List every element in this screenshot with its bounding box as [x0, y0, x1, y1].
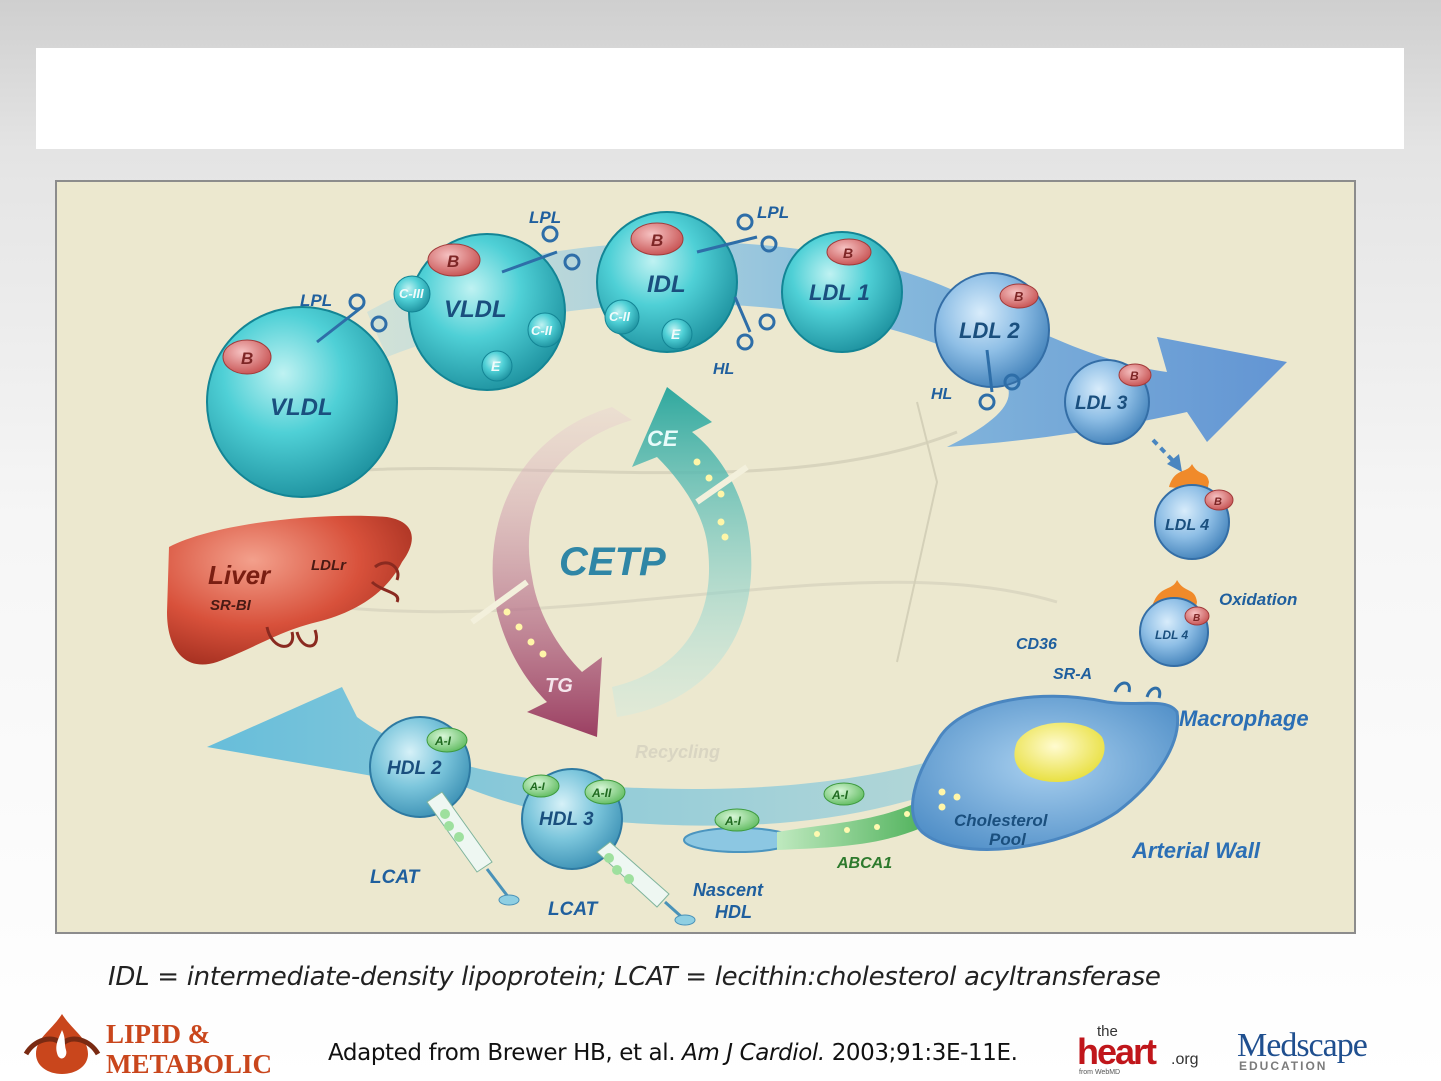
lpl-label-3: LPL [757, 203, 789, 222]
oxidation-label: Oxidation [1219, 590, 1297, 609]
lcat-label-1: LCAT [370, 867, 421, 888]
hl-label-1: HL [713, 361, 734, 378]
apoa1-label-hdl3: A-I [529, 781, 546, 793]
vldl-large-label: VLDL [270, 394, 333, 421]
hdl3-label: HDL 3 [539, 809, 594, 830]
ldl1-particle [781, 231, 903, 353]
apoc3-label: C-III [399, 286, 424, 301]
hl-label-2: HL [931, 386, 952, 403]
apoa1-label-hdl2: A-I [434, 734, 452, 748]
srbi-label: SR-BI [210, 597, 252, 614]
apob-label-ldl2: B [1014, 289, 1023, 304]
hl-scissors-2 [978, 349, 1021, 411]
ldl1-label: LDL 1 [809, 280, 870, 305]
sra-label: SR-A [1053, 666, 1092, 683]
lcat-syringe-2 [596, 841, 696, 926]
apob-label-vldl-small: B [447, 252, 459, 271]
free-apoa1 [823, 782, 865, 806]
ldl2-label: LDL 2 [959, 318, 1020, 343]
liver-label: Liver [208, 560, 272, 590]
citation: Adapted from Brewer HB, et al. Am J Card… [328, 1040, 1018, 1066]
apoa2-label-hdl3: A-II [591, 786, 612, 800]
theheart-org-logo: the heart .org from WebMD [1075, 1018, 1215, 1076]
apob-label-ldl4-oxidized: B [1193, 613, 1200, 624]
ldl4-particle [1154, 464, 1234, 560]
macrophage-label: Macrophage [1179, 706, 1309, 731]
apob-label-idl: B [651, 231, 663, 250]
lcat-label-2: LCAT [548, 899, 599, 920]
ldlr-label: LDLr [311, 557, 347, 574]
svg-text:the: the [1097, 1023, 1118, 1040]
svg-text:.org: .org [1171, 1051, 1199, 1068]
hl-scissors-1 [733, 296, 776, 351]
idl-label: IDL [647, 271, 686, 298]
apob-label-ldl4: B [1214, 496, 1222, 508]
arterial-wall-label: Arterial Wall [1131, 838, 1261, 863]
vldl-small-particle [393, 233, 566, 391]
lipoprotein-metabolism-diagram: VLDL VLDL IDL LDL 1 LDL 2 LDL 3 LDL 4 LD… [55, 180, 1356, 934]
lpl-scissors-3 [696, 213, 778, 254]
citation-journal: Am J Cardiol. [682, 1040, 825, 1066]
lpl-label-1: LPL [529, 208, 561, 227]
vldl-small-label: VLDL [444, 296, 507, 323]
apoe-label-idl: E [671, 326, 681, 342]
cetp-label: CETP [559, 540, 666, 584]
nascent-hdl-label-line1: Nascent [693, 880, 764, 900]
medscape-education-logo: Medscape EDUCATION [1235, 1022, 1395, 1074]
lpl-scissors-2 [501, 225, 581, 274]
ce-label: CE [647, 426, 679, 451]
ldl3-particle [1064, 359, 1152, 445]
tg-transfer-arrow [492, 407, 632, 737]
hdl3-particle [521, 768, 626, 870]
liver-organ [167, 515, 412, 665]
ldl4-oxidized-particle [1139, 580, 1210, 667]
abca1-label: ABCA1 [836, 855, 892, 872]
ce-transfer-arrow [612, 387, 752, 717]
lpl-scissors-1 [316, 293, 388, 344]
cholesterol-pool-label-line2: Pool [989, 830, 1027, 849]
lipid-droplet [1014, 722, 1105, 782]
svg-text:from WebMD: from WebMD [1079, 1069, 1120, 1076]
apob-label-ldl1: B [843, 245, 853, 261]
apob-label-ldl3: B [1130, 369, 1139, 383]
abbreviation-caption: IDL = intermediate-density lipoprotein; … [108, 962, 1161, 992]
lipid-metabolic-logo: LIPID & METABOLIC [22, 1010, 302, 1079]
idl-particle [596, 211, 738, 353]
reverse-cholesterol-transport-arrow [207, 687, 967, 826]
apoc2-label: C-II [531, 323, 552, 338]
apoe-label-vldl: E [491, 358, 501, 374]
ldl4-oxidized-label: LDL 4 [1155, 628, 1188, 642]
apob-label-vldl-large: B [241, 349, 253, 368]
nascent-hdl-label-line2: HDL [715, 902, 752, 922]
cd36-label: CD36 [1016, 636, 1057, 653]
ldl4-label: LDL 4 [1165, 517, 1209, 534]
abca1-efflux-channel [777, 792, 952, 850]
svg-text:Medscape: Medscape [1237, 1027, 1367, 1064]
svg-text:heart: heart [1077, 1031, 1157, 1072]
svg-text:METABOLIC: METABOLIC [106, 1049, 272, 1076]
hdl2-label: HDL 2 [387, 758, 442, 779]
apoa1-on-nascent-hdl [714, 808, 760, 832]
slide-title-area [36, 48, 1404, 149]
apoa1-label-free: A-I [831, 788, 849, 802]
vldl-large-particle [206, 306, 398, 498]
footer: LIPID & METABOLIC Adapted from Brewer HB… [0, 1000, 1441, 1081]
cholesterol-pool-label-line1: Cholesterol [954, 811, 1049, 830]
tg-label: TG [545, 675, 573, 697]
recycling-label: Recycling [635, 742, 720, 762]
lpl-label-2: LPL [300, 291, 332, 310]
svg-text:LIPID &: LIPID & [106, 1019, 210, 1049]
apoc2-label-idl: C-II [609, 309, 630, 324]
apoa1-label-nascent: A-I [724, 814, 742, 828]
ldl3-label: LDL 3 [1075, 393, 1128, 414]
lcat-syringe-1 [426, 791, 520, 906]
citation-authors: Adapted from Brewer HB, et al. [328, 1040, 676, 1066]
svg-text:EDUCATION: EDUCATION [1239, 1059, 1327, 1073]
citation-volume: 2003;91:3E-11E. [831, 1040, 1018, 1066]
hdl2-particle [369, 716, 471, 818]
